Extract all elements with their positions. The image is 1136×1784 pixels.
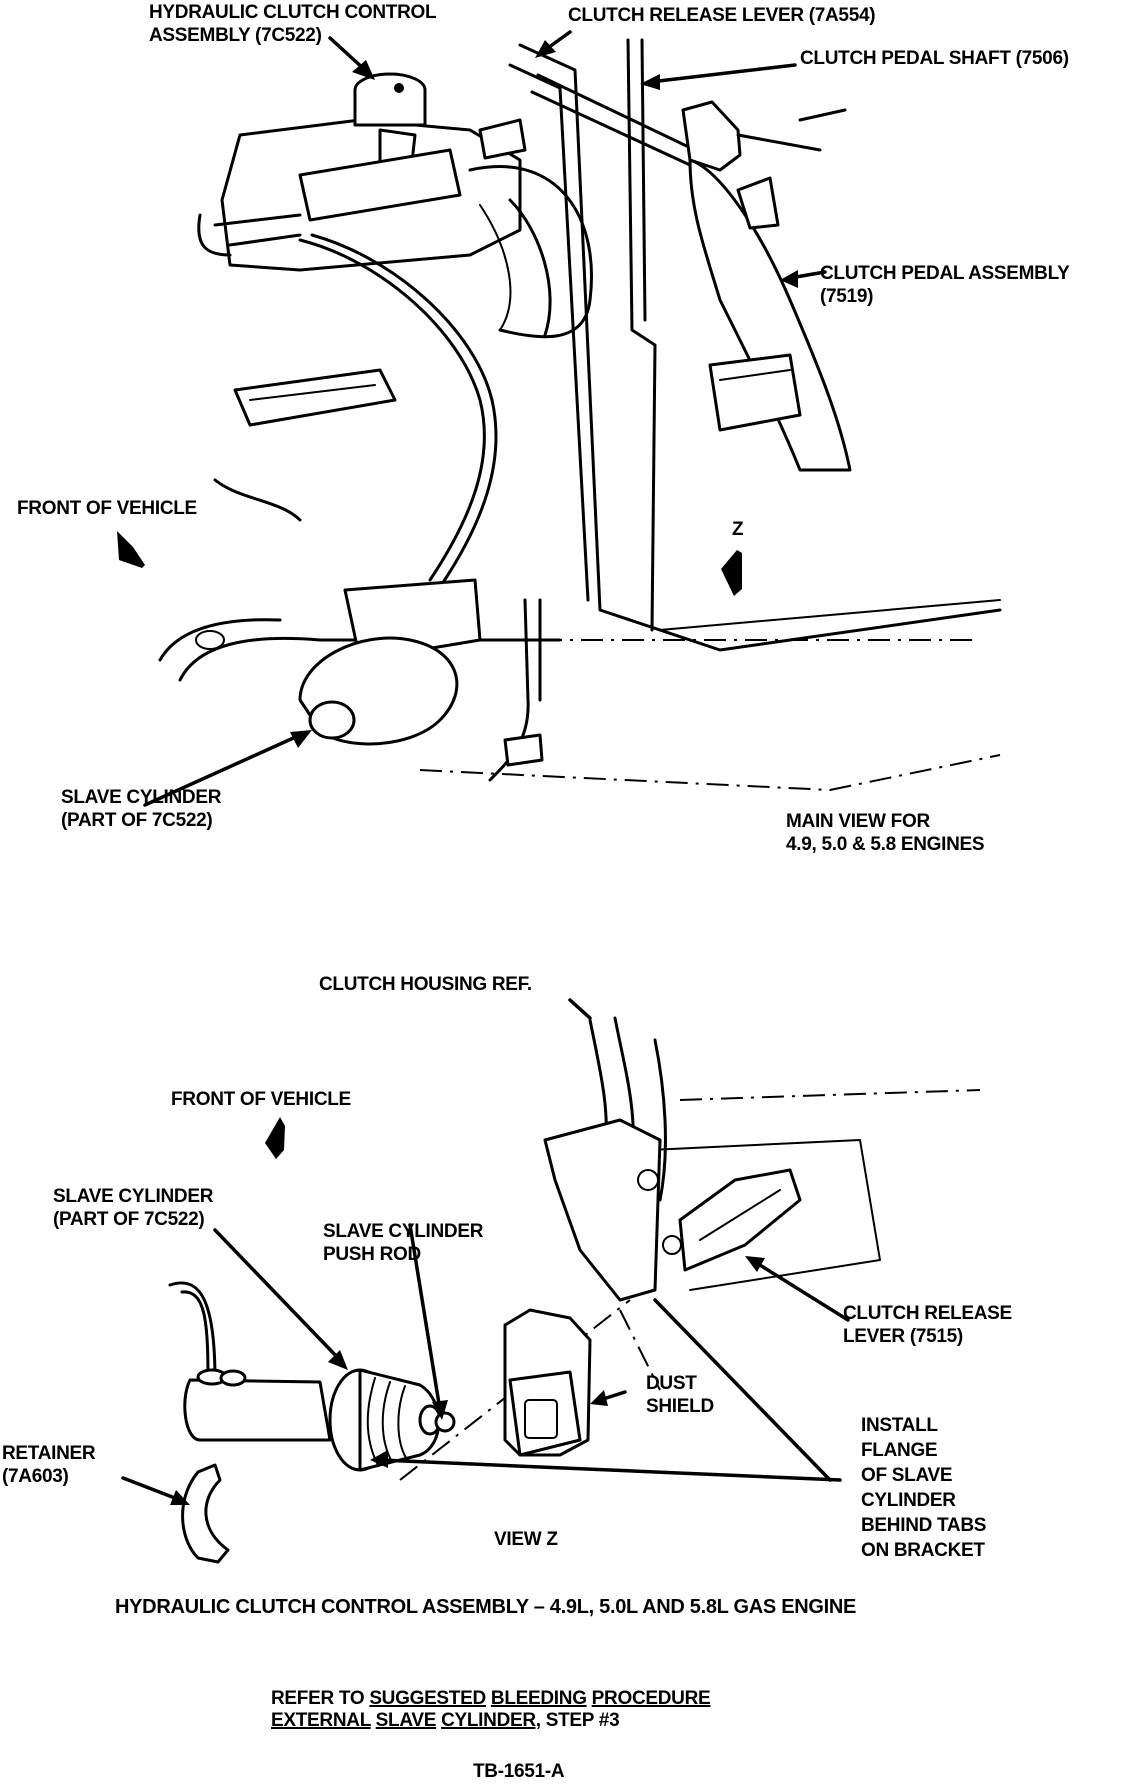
reference-link-word: EXTERNAL xyxy=(271,1710,371,1731)
main-view-drawing xyxy=(158,38,1002,792)
label-install-flange-note: INSTALL FLANGE OF SLAVE CYLINDER BEHIND … xyxy=(861,1413,986,1563)
label-view-z-title: VIEW Z xyxy=(494,1529,558,1550)
figure-title: HYDRAULIC CLUTCH CONTROL ASSEMBLY – 4.9L… xyxy=(115,1596,857,1618)
label-clutch-housing-ref: CLUTCH HOUSING REF. xyxy=(319,974,532,995)
label-front-of-vehicle-view-z: FRONT OF VEHICLE xyxy=(171,1089,351,1110)
main-view-leader-lines xyxy=(143,30,827,807)
reference-note-line-2: EXTERNAL SLAVE CYLINDER, STEP #3 xyxy=(271,1710,710,1732)
label-line: LEVER (7515) xyxy=(843,1326,963,1347)
reference-note-line-1: REFER TO SUGGESTED BLEEDING PROCEDURE xyxy=(271,1688,711,1710)
label-line: CLUTCH PEDAL ASSEMBLY xyxy=(820,263,1070,284)
note-line: BEHIND TABS xyxy=(861,1515,987,1536)
reference-link-word: BLEEDING xyxy=(490,1688,587,1709)
label-line: SHIELD xyxy=(646,1396,714,1417)
label-line: RETAINER xyxy=(2,1443,96,1464)
label-dust-shield: DUST SHIELD xyxy=(646,1372,714,1418)
reference-link-word: PROCEDURE xyxy=(591,1688,711,1709)
label-slave-cylinder-view-z: SLAVE CYLINDER (PART OF 7C522) xyxy=(53,1185,213,1231)
label-line: (7A603) xyxy=(2,1466,69,1487)
label-line: SLAVE CYLINDER xyxy=(323,1221,484,1242)
view-z-drawing xyxy=(168,1016,981,1564)
label-line: ASSEMBLY (7C522) xyxy=(149,25,322,46)
label-clutch-pedal-shaft: CLUTCH PEDAL SHAFT (7506) xyxy=(800,48,1069,69)
label-clutch-release-lever-7515: CLUTCH RELEASE LEVER (7515) xyxy=(843,1302,1012,1348)
note-line: CYLINDER xyxy=(861,1490,956,1511)
caption-line: 4.9, 5.0 & 5.8 ENGINES xyxy=(786,834,985,855)
reference-link-word: SLAVE xyxy=(375,1710,437,1731)
label-clutch-release-lever-7a554: CLUTCH RELEASE LEVER (7A554) xyxy=(568,5,876,26)
reference-link-word: CYLINDER, xyxy=(441,1710,541,1731)
front-direction-arrow xyxy=(117,531,145,568)
reference-suffix: STEP #3 xyxy=(545,1710,620,1731)
label-line: HYDRAULIC CLUTCH CONTROL xyxy=(149,2,437,23)
front-direction-arrow-view-z xyxy=(265,1117,285,1159)
reference-link-word: SUGGESTED xyxy=(369,1688,486,1709)
view-z-direction-arrow xyxy=(721,550,742,596)
caption-line: MAIN VIEW FOR xyxy=(786,811,930,832)
reference-prefix: REFER TO xyxy=(271,1688,365,1709)
label-line: (PART OF 7C522) xyxy=(61,810,213,831)
label-line: PUSH ROD xyxy=(323,1244,421,1265)
label-retainer: RETAINER (7A603) xyxy=(2,1442,96,1488)
label-view-z-marker: Z xyxy=(732,519,744,540)
label-line: CLUTCH RELEASE xyxy=(843,1303,1012,1324)
label-line: SLAVE CYLINDER xyxy=(53,1186,214,1207)
label-line: (PART OF 7C522) xyxy=(53,1209,205,1230)
label-line: (7519) xyxy=(820,286,874,307)
note-line: OF SLAVE xyxy=(861,1465,953,1486)
figure-id: TB-1651-A xyxy=(473,1761,565,1782)
note-line: FLANGE xyxy=(861,1440,938,1461)
label-slave-cylinder-main: SLAVE CYLINDER (PART OF 7C522) xyxy=(61,786,221,832)
note-line: ON BRACKET xyxy=(861,1540,985,1561)
label-slave-cylinder-push-rod: SLAVE CYLINDER PUSH ROD xyxy=(323,1220,483,1266)
reference-note: REFER TO SUGGESTED BLEEDING PROCEDURE EX… xyxy=(271,1688,711,1732)
label-line: SLAVE CYLINDER xyxy=(61,787,222,808)
view-z-leader-lines xyxy=(121,998,850,1505)
label-hydraulic-clutch-control-assembly: HYDRAULIC CLUTCH CONTROL ASSEMBLY (7C522… xyxy=(149,1,437,47)
label-front-of-vehicle-main: FRONT OF VEHICLE xyxy=(17,498,197,519)
caption-main-view: MAIN VIEW FOR 4.9, 5.0 & 5.8 ENGINES xyxy=(786,810,985,856)
note-line: INSTALL xyxy=(861,1415,938,1436)
label-clutch-pedal-assembly: CLUTCH PEDAL ASSEMBLY (7519) xyxy=(820,262,1070,308)
label-line: DUST xyxy=(646,1373,697,1394)
